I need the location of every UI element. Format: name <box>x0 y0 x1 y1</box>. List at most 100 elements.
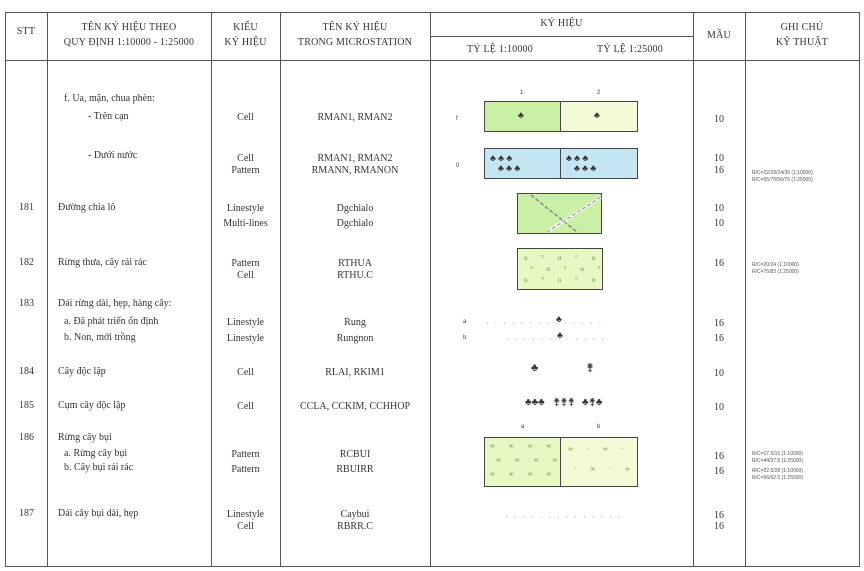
row-186-b: b. Cây bụi rải rác <box>64 462 134 473</box>
row-184-mau-1: 10 <box>714 368 724 379</box>
col-border-left <box>5 12 6 567</box>
row-181-ms-2: Dgchialo <box>336 218 374 229</box>
row-f-title: f. Ua, mặn, chua phèn: <box>64 93 155 104</box>
row-182-kieu-1: Pattern <box>231 258 260 269</box>
row-186-ms-1: RCBUI <box>339 449 371 460</box>
sparse-tree-pattern: o ° o ° o <box>524 254 602 262</box>
row-183-label-b: b <box>463 335 467 341</box>
header-mau: MẦU <box>707 30 731 41</box>
header-ten-ky-hieu-line1: TÊN KÝ HIỆU THEO <box>81 22 177 33</box>
row-182-name: Rừng thưa, cây rải rác <box>58 257 147 268</box>
row-181-kieu-1: Linestyle <box>226 203 265 214</box>
header-ky-hieu: KÝ HIỆU <box>540 18 583 29</box>
row-187-mau-1: 16 <box>714 510 724 521</box>
row-f-ms-3: RMANN, RMANON <box>311 165 399 176</box>
row-185-mau-1: 10 <box>714 402 724 413</box>
row-181-kieu-2: Multi-lines <box>223 218 268 229</box>
row-f-kieu-3: Pattern <box>231 165 260 176</box>
row-186-a: a. Rừng cây bụi <box>64 448 128 459</box>
row-f-tren-can: - Trên cạn <box>88 111 129 122</box>
table-bottom-border <box>5 566 859 567</box>
header-ms-line1: TÊN KÝ HIỆU <box>322 22 388 33</box>
row-181-ms-1: Dgchialo <box>336 203 374 214</box>
row-f-mau-3: 16 <box>714 165 724 176</box>
col-border-right <box>859 12 860 567</box>
row-182-stt: 182 <box>19 257 34 268</box>
row-184-name: Cây độc lập <box>58 366 106 377</box>
row-183-kieu-2: Linestyle <box>226 333 265 344</box>
broadleaf-tree-icon: ♣ <box>531 362 539 374</box>
col-border-symbol <box>693 12 694 567</box>
row-185-kieu-1: Cell <box>237 401 254 412</box>
row-183-b: b. Non, mới trồng <box>64 332 136 343</box>
symbol-rman-duoi-nuoc-1 <box>484 148 562 179</box>
header-ty-le-10000: TỶ LỆ 1:10000 <box>467 44 533 55</box>
row-182-ms-2: RTHU.C <box>337 270 373 281</box>
row-186-ms-2: RBUIRR <box>336 464 374 475</box>
symbol-rbuirr <box>560 437 638 487</box>
header-ms-line2: TRONG MICROSTATION <box>297 37 413 48</box>
row-183-stt: 183 <box>19 298 34 309</box>
row-186-stt: 186 <box>19 432 34 443</box>
row-f-mau-2: 10 <box>714 153 724 164</box>
broadleaf-cluster-icon: ♣♣♣ <box>525 397 545 408</box>
shrub-pattern: ∞ ∞ ∞ ∞ <box>490 442 558 450</box>
row-187-kieu-1: Linestyle <box>226 509 265 520</box>
header-ghi-chu-line2: KỸ THUẬT <box>775 37 829 48</box>
row-187-kieu-2: Cell <box>237 521 254 532</box>
row-183-a: a. Đã phát triển ổn định <box>64 316 159 327</box>
linestyle-rung: · · · · · · · · · · · · · · <box>486 319 604 328</box>
row-183-title: Dải rừng dài, hẹp, hàng cây: <box>58 298 172 309</box>
mangrove-tree-icon: ♣ ♣ ♣ <box>574 163 597 173</box>
shrub-pattern: ∞ ∞ ∞ ∞ <box>496 456 564 464</box>
young-tree-icon: ♣ <box>557 330 563 340</box>
table-top-border <box>5 12 859 13</box>
mangrove-tree-icon: ♣ ♣ ♣ <box>498 163 521 173</box>
row-186-kieu-1: Pattern <box>231 449 260 460</box>
header-stt: STT <box>16 26 36 37</box>
row-183-mau-2: 16 <box>714 333 724 344</box>
row-186-note-4: R/C=56/62.5 (1:25000) <box>752 475 804 481</box>
header-ty-le-25000: TỶ LỆ 1:25000 <box>597 44 663 55</box>
row-181-stt: 181 <box>19 202 34 213</box>
col-border-name <box>211 12 212 567</box>
symbol-rcbui <box>484 437 562 487</box>
row-186-kieu-2: Pattern <box>231 464 260 475</box>
row-f-kieu-1: Cell <box>237 112 254 123</box>
row-181-name: Đường chia lô <box>58 202 116 213</box>
row-f-kieu-2: Cell <box>237 153 254 164</box>
row-f-label-2: 2 <box>597 90 601 96</box>
shrub-pattern: ∞ ∞ ∞ ∞ <box>490 470 558 478</box>
row-187-mau-2: 16 <box>714 521 724 532</box>
tree-row-icon: ♣ <box>556 314 562 324</box>
row-186-note-2: R/C=44/37.5 (1:25000) <box>752 458 804 464</box>
row-f-note-1: R/C=22/29/24/30 (1:10000) <box>752 170 813 176</box>
sparse-tree-pattern: ° o ° o ° <box>530 265 607 273</box>
row-185-name: Cụm cây độc lập <box>58 400 126 411</box>
row-186-note-3: R/C=22.5/28 (1:10000) <box>752 468 804 474</box>
mixed-cluster-icon: ♣⚵♣ <box>582 397 603 408</box>
row-f-duoi-nuoc: - Dưới nước <box>88 150 138 161</box>
row-f-label-0: 0 <box>456 163 460 169</box>
row-183-label-a: a <box>463 319 467 325</box>
row-184-kieu-1: Cell <box>237 367 254 378</box>
row-182-kieu-2: Cell <box>237 270 254 281</box>
row-186-title: Rừng cây bụi <box>58 432 112 443</box>
row-183-kieu-1: Linestyle <box>226 317 265 328</box>
header-ghi-chu-line1: GHI CHÚ <box>780 22 824 33</box>
row-f-mau-1: 10 <box>714 114 724 125</box>
row-f-ms-2: RMAN1, RMAN2 <box>317 153 393 164</box>
row-184-ms-1: RLAI, RKIM1 <box>325 367 385 378</box>
sparse-shrub-pattern: ∞ · ∞ · <box>568 445 630 453</box>
row-186-note-1: R/C=17.5/15 (1:10000) <box>752 451 804 457</box>
row-187-name: Dải cây bụi dài, hẹp <box>58 508 139 519</box>
row-186-label-a: a <box>521 424 525 430</box>
sparse-tree-pattern: o ° o ° o <box>524 276 602 284</box>
symbol-dgchialo <box>517 193 602 234</box>
col-border-ms <box>430 12 431 567</box>
row-181-mau-1: 10 <box>714 203 724 214</box>
header-bottom-border <box>5 60 859 61</box>
mangrove-tree-icon: ♣ <box>518 110 524 120</box>
col-border-stt <box>47 12 48 567</box>
